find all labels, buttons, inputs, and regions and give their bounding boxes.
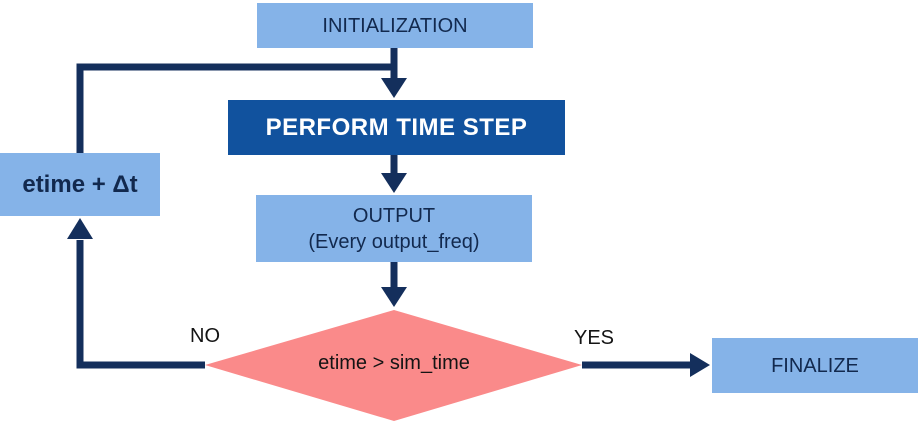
node-output-label: OUTPUT bbox=[352, 204, 436, 227]
node-increment-etime: etime + Δt bbox=[0, 153, 160, 216]
edge-label-no: NO bbox=[190, 325, 220, 347]
node-output: OUTPUT (Every output_freq) bbox=[256, 195, 532, 262]
arrowhead-no-path bbox=[67, 218, 93, 239]
node-initialization: INITIALIZATION bbox=[257, 3, 533, 48]
node-finalize: FINALIZE bbox=[712, 338, 918, 393]
arrowhead-perform-to-output bbox=[381, 173, 407, 193]
node-perform-time-step: PERFORM TIME STEP bbox=[228, 100, 565, 155]
node-output-sublabel: (Every output_freq) bbox=[308, 230, 480, 253]
node-perform-time-step-label: PERFORM TIME STEP bbox=[265, 113, 528, 141]
decision-diamond bbox=[205, 310, 582, 421]
node-initialization-label: INITIALIZATION bbox=[322, 14, 468, 37]
node-finalize-label: FINALIZE bbox=[771, 354, 859, 377]
arrowhead-init-to-perform bbox=[381, 78, 407, 98]
edge-loop-return bbox=[76, 63, 392, 153]
edge-no-path bbox=[76, 240, 205, 369]
decision-condition-label: etime > sim_time bbox=[318, 352, 470, 374]
arrowhead-yes-path bbox=[690, 353, 710, 377]
edge-label-yes: YES bbox=[573, 327, 615, 349]
arrowhead-output-to-decision bbox=[381, 287, 407, 307]
node-increment-etime-label: etime + Δt bbox=[22, 170, 138, 198]
